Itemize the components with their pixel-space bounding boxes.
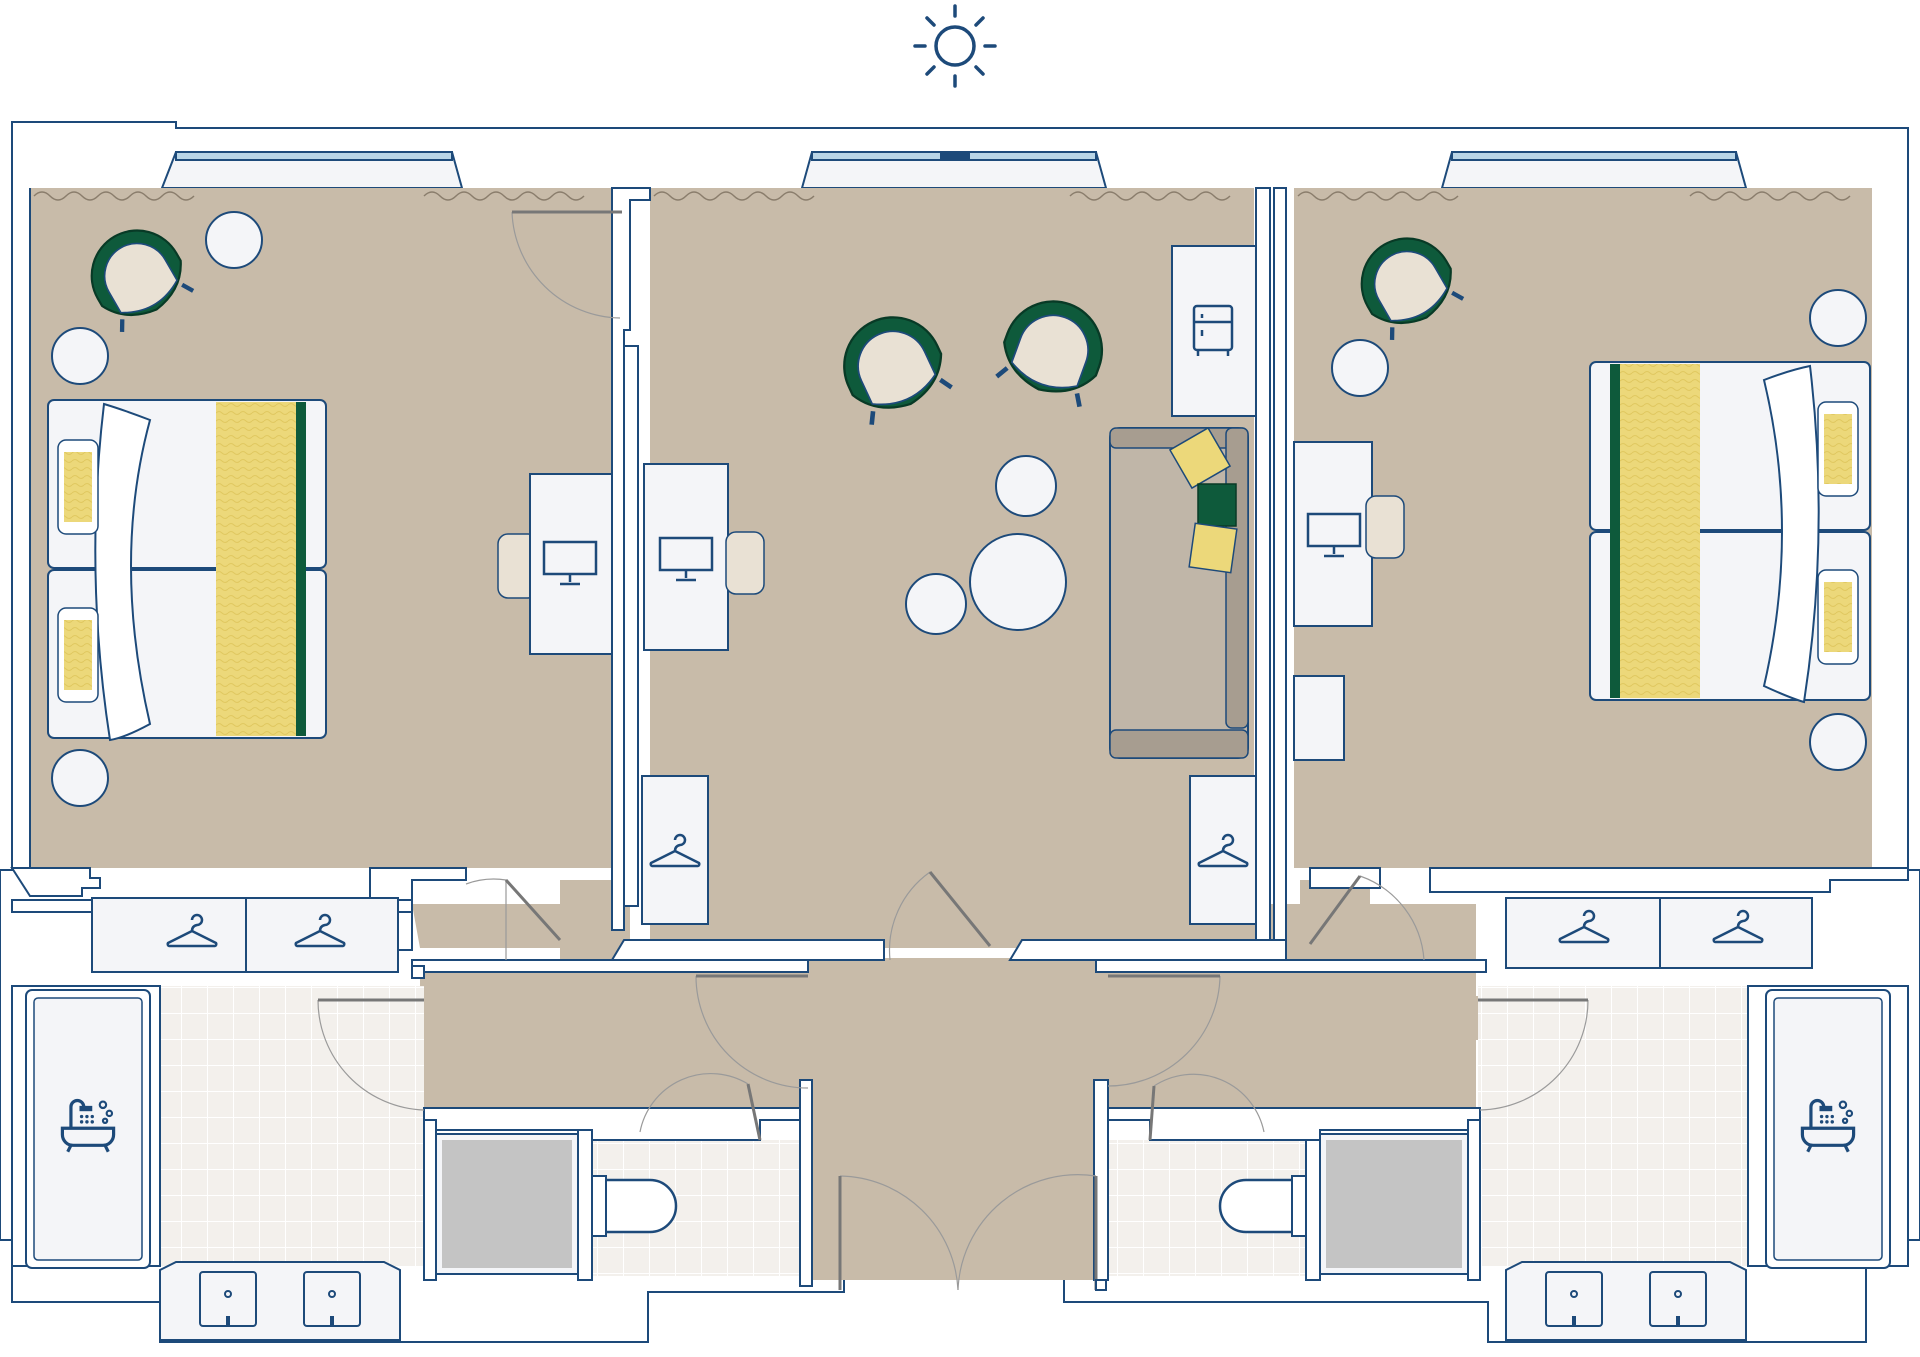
sun-icon	[913, 4, 997, 88]
doors	[317, 210, 1589, 1291]
toilet-right	[1218, 1175, 1307, 1237]
toilet-left	[591, 1175, 678, 1237]
window-center	[800, 151, 1108, 189]
vanity-right	[1505, 1261, 1747, 1341]
desk-left	[497, 473, 613, 655]
wardrobe-right-bedroom	[1505, 897, 1813, 969]
window-left	[160, 151, 464, 189]
side-table-right	[1331, 339, 1389, 397]
bed-left	[47, 399, 327, 742]
side-tables-living	[905, 455, 1067, 635]
shower-right	[1319, 1133, 1469, 1275]
nightstand-left-2	[51, 749, 109, 807]
washbasin-icon	[199, 1271, 257, 1327]
bed-right	[1589, 361, 1871, 704]
wardrobe-living-left	[641, 775, 709, 925]
vanity-left	[159, 1261, 401, 1341]
desk-living	[643, 463, 765, 651]
wardrobe-left-bedroom	[91, 897, 399, 973]
shower-left	[435, 1133, 579, 1275]
nightstand-right-1	[1809, 289, 1867, 347]
minibar-icon	[1192, 304, 1234, 356]
desk-right	[1293, 441, 1405, 761]
sofa	[1109, 426, 1249, 759]
window-right	[1440, 151, 1748, 189]
washbasin-icon	[303, 1271, 361, 1327]
minibar	[1171, 245, 1257, 417]
side-table-left	[205, 211, 263, 269]
nightstand-left-1	[51, 327, 109, 385]
bathtub-left	[25, 989, 151, 1269]
hall-details	[411, 965, 1107, 1291]
washbasin-icon	[1545, 1271, 1603, 1327]
washbasin-icon	[1649, 1271, 1707, 1327]
bathtub-right	[1765, 989, 1891, 1269]
nightstand-right-2	[1809, 713, 1867, 771]
wardrobe-living-right	[1189, 775, 1257, 925]
curtains	[33, 191, 1851, 201]
bathroom-tiles	[160, 986, 1748, 1276]
